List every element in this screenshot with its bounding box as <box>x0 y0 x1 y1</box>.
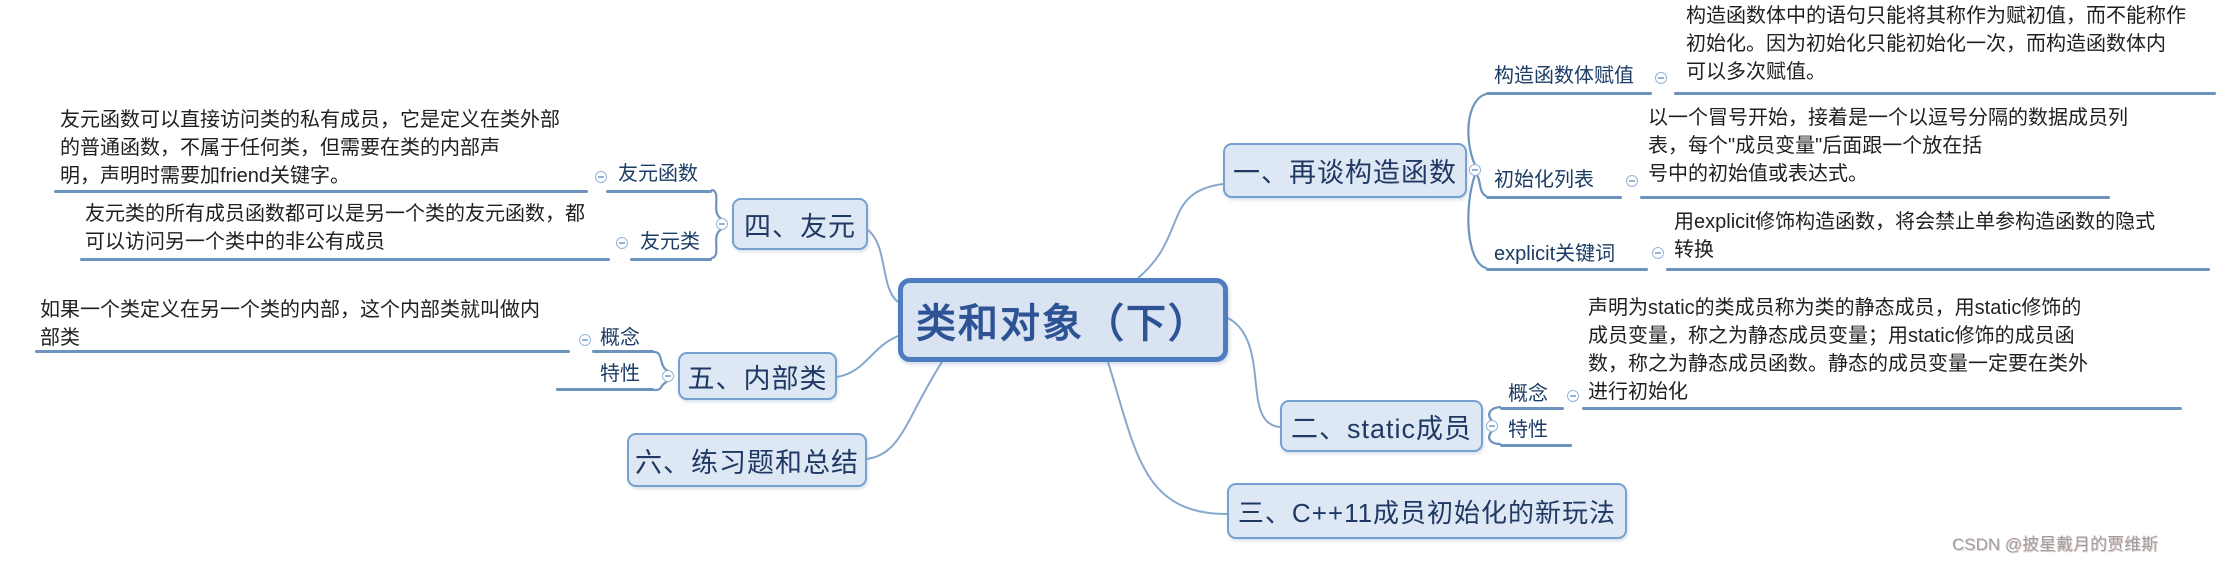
node-line <box>80 258 610 261</box>
topic-constructor[interactable]: 一、再谈构造函数 <box>1223 143 1467 198</box>
collapse-icon[interactable] <box>1626 175 1638 187</box>
detail-friend-cls: 友元类的所有成员函数都可以是另一个类的友元函数，都 可以访问另一个类中的非公有成… <box>85 203 585 253</box>
collapse-icon[interactable] <box>1567 390 1579 402</box>
collapse-icon[interactable] <box>579 334 591 346</box>
label-friend-func[interactable]: 友元函数 <box>618 163 698 185</box>
node-line <box>35 350 570 353</box>
node-line <box>1500 444 1572 447</box>
node-line <box>1582 407 2182 410</box>
bracket-friend-top <box>710 188 724 221</box>
bracket-static-bottom <box>1488 429 1502 446</box>
node-line <box>1666 268 2210 271</box>
node-line <box>1486 92 1652 95</box>
label-friend-cls[interactable]: 友元类 <box>640 231 700 253</box>
label-static-concept[interactable]: 概念 <box>1508 383 1548 405</box>
detail-constructor-initlist: 以一个冒号开始，接着是一个以逗号分隔的数据成员列 表，每个"成员变量"后面跟一个… <box>1648 107 2128 185</box>
label-inner-feature[interactable]: 特性 <box>600 363 640 385</box>
collapse-icon[interactable] <box>662 370 674 382</box>
node-line <box>1640 196 2110 199</box>
bracket-constructor-top <box>1467 92 1488 167</box>
node-line <box>1486 268 1648 271</box>
collapse-icon[interactable] <box>1486 420 1498 432</box>
node-line <box>592 350 654 353</box>
topic-static[interactable]: 二、static成员 <box>1280 400 1483 452</box>
node-line <box>1500 407 1564 410</box>
bracket-static-top <box>1488 405 1502 423</box>
branch-curve-cpp11 <box>1107 361 1228 515</box>
label-constructor-initlist[interactable]: 初始化列表 <box>1494 169 1594 191</box>
detail-static-concept: 声明为static的类成员称为类的静态成员，用static修饰的 成员变量，称之… <box>1588 297 2088 403</box>
bracket-inner-bottom <box>652 379 670 392</box>
label-inner-concept[interactable]: 概念 <box>600 327 640 349</box>
topic-practice[interactable]: 六、练习题和总结 <box>627 433 867 487</box>
label-constructor-assign[interactable]: 构造函数体赋值 <box>1494 65 1634 87</box>
bracket-friend-bottom <box>710 227 724 260</box>
detail-constructor-explicit: 用explicit修饰构造函数，将会禁止单参构造函数的隐式 转换 <box>1674 211 2156 261</box>
central-topic[interactable]: 类和对象（下） <box>898 278 1228 362</box>
bracket-constructor-bottom <box>1467 173 1488 270</box>
label-static-feature[interactable]: 特性 <box>1508 419 1548 441</box>
collapse-icon[interactable] <box>595 171 607 183</box>
detail-constructor-assign: 构造函数体中的语句只能将其称作为赋初值，而不能称作 初始化。因为初始化只能初始化… <box>1686 5 2186 83</box>
collapse-icon[interactable] <box>1469 164 1481 176</box>
collapse-icon[interactable] <box>1655 72 1667 84</box>
label-constructor-explicit[interactable]: explicit关键词 <box>1494 243 1616 265</box>
branch-curve-inner <box>836 335 899 378</box>
collapse-icon[interactable] <box>716 218 728 230</box>
topic-cpp11[interactable]: 三、C++11成员初始化的新玩法 <box>1227 483 1627 539</box>
node-line <box>556 388 654 391</box>
watermark-text: CSDN @披星戴月的贾维斯 <box>1952 535 2159 554</box>
topic-friend[interactable]: 四、友元 <box>732 198 868 250</box>
branch-curve-friend <box>867 229 899 303</box>
branch-curve-constructor <box>1137 183 1224 279</box>
topic-inner[interactable]: 五、内部类 <box>678 352 837 400</box>
node-line <box>1486 196 1622 199</box>
detail-inner-concept: 如果一个类定义在另一个类的内部，这个内部类就叫做内 部类 <box>40 299 540 349</box>
collapse-icon[interactable] <box>1652 247 1664 259</box>
node-line <box>630 258 712 261</box>
bracket-inner-top <box>652 350 670 373</box>
branch-curve-static <box>1227 317 1281 428</box>
collapse-icon[interactable] <box>616 237 628 249</box>
node-line <box>606 190 712 193</box>
node-line <box>1674 92 2216 95</box>
branch-curve-practice <box>866 361 943 460</box>
node-line <box>54 190 588 193</box>
detail-friend-func: 友元函数可以直接访问类的私有成员，它是定义在类外部 的普通函数，不属于任何类，但… <box>60 109 560 187</box>
